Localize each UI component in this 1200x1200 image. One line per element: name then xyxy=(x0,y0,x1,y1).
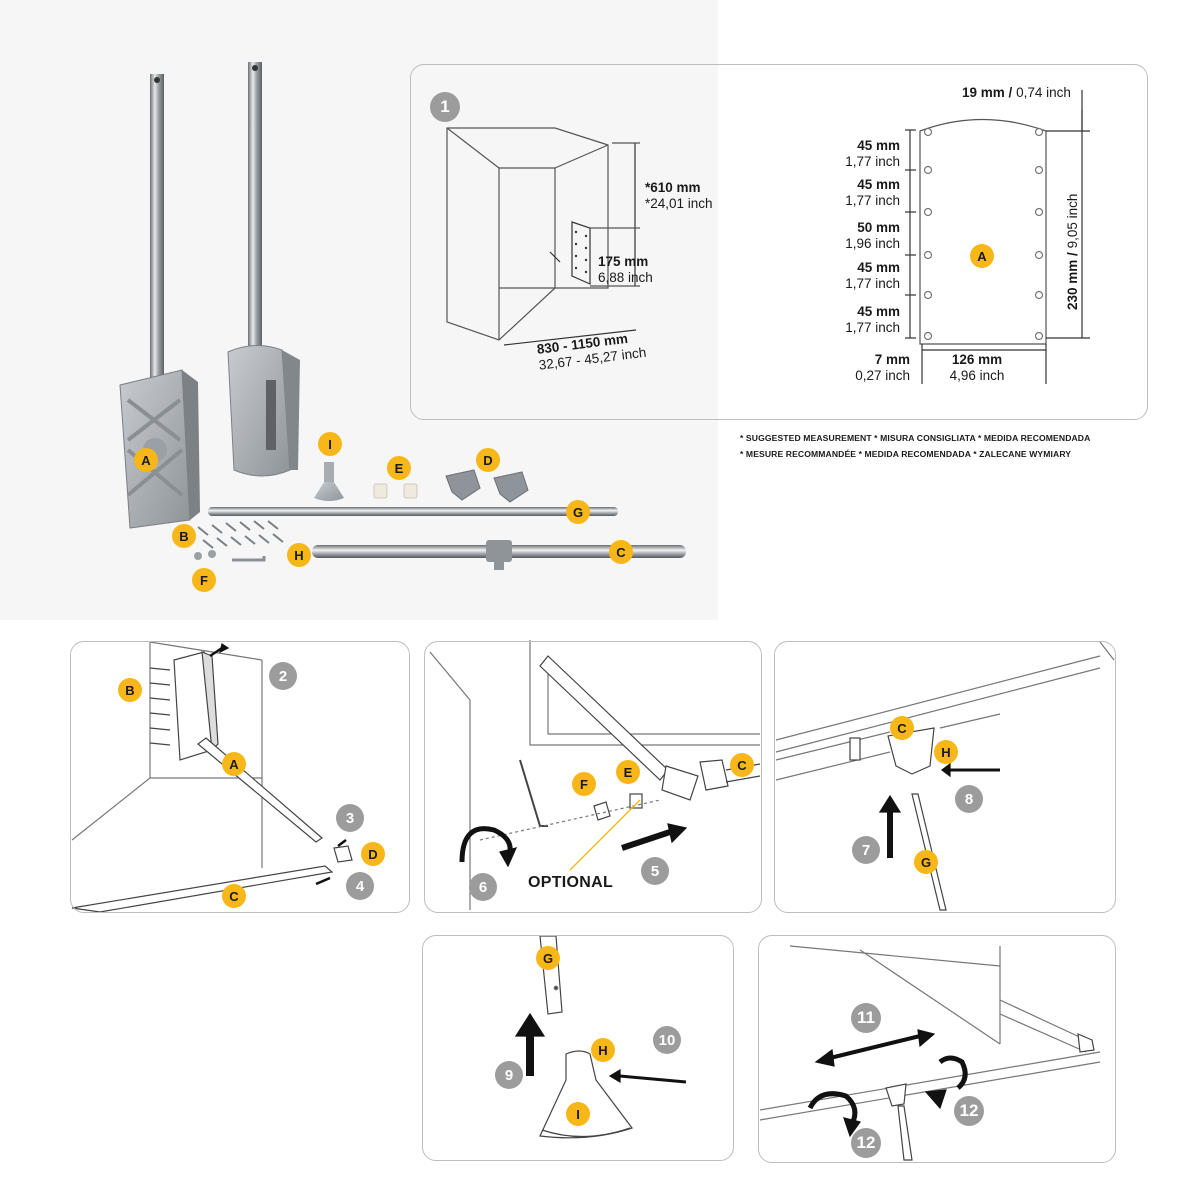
step-2-4-panel xyxy=(70,641,410,913)
panel-d-label-g: G xyxy=(536,946,560,970)
lift-mechanism-left xyxy=(119,74,200,529)
mount-depth-mm: 175 mm xyxy=(598,254,649,269)
part-f-bolts xyxy=(194,550,266,562)
panel-b-label-c: C xyxy=(730,753,754,777)
hole-spacing-4-mm: 45 mm xyxy=(857,260,900,275)
panel-a-label-b: B xyxy=(118,678,142,702)
step-7-8-panel xyxy=(774,641,1116,913)
part-g-rod xyxy=(208,507,618,516)
panel-a-label-c: C xyxy=(222,884,246,908)
label-a: A xyxy=(134,448,158,472)
panel-e-drawing xyxy=(759,945,1101,1161)
part-i-floor-support xyxy=(314,462,344,501)
panel-c-label-c: C xyxy=(890,716,914,740)
step-6-number: 6 xyxy=(469,873,497,901)
step-5-6-panel xyxy=(424,641,762,913)
part-c-rail xyxy=(312,540,686,570)
top-offset-mm: 19 mm xyxy=(962,85,1005,100)
step-9-number: 9 xyxy=(495,1061,523,1089)
panel-b-drawing xyxy=(429,640,761,910)
cabinet-drawing xyxy=(446,127,640,346)
plate-width-mm: 126 mm xyxy=(951,352,1003,367)
panel-a-label-d: D xyxy=(361,842,385,866)
hole-spacing-5-in: 1,77 inch xyxy=(845,320,900,335)
hole-spacing-2-in: 1,77 inch xyxy=(845,193,900,208)
step-12-number-right: 12 xyxy=(954,1096,984,1126)
lift-mechanism-right xyxy=(227,62,300,477)
step-3-number: 3 xyxy=(336,804,364,832)
panel-d-label-h: H xyxy=(591,1038,615,1062)
plate-width-in: 4,96 inch xyxy=(949,368,1005,383)
part-d-bracket-1 xyxy=(445,469,481,501)
hole-spacing-2: 45 mm 1,77 inch xyxy=(834,177,900,209)
label-f: F xyxy=(192,568,216,592)
mounting-plate-drawing xyxy=(905,90,1090,384)
measurement-note-line-1: * SUGGESTED MEASUREMENT * MISURA CONSIGL… xyxy=(740,433,1091,443)
label-e: E xyxy=(387,456,411,480)
plate-width: 126 mm 4,96 inch xyxy=(946,352,1008,384)
cabinet-height-in: *24,01 inch xyxy=(645,196,713,211)
step-8-number: 8 xyxy=(955,785,983,813)
hole-spacing-4-in: 1,77 inch xyxy=(845,276,900,291)
hole-spacing-3: 50 mm 1,96 inch xyxy=(834,220,900,252)
top-offset-in: 0,74 inch xyxy=(1016,85,1071,100)
cabinet-height: *610 mm *24,01 inch xyxy=(645,180,713,212)
panel-c-label-h: H xyxy=(934,740,958,764)
plate-height-mm: 230 mm xyxy=(1065,259,1080,310)
plate-label-a: A xyxy=(970,244,994,268)
step-10-number: 10 xyxy=(653,1026,681,1054)
hole-spacing-3-mm: 50 mm xyxy=(857,220,900,235)
step-5-number: 5 xyxy=(641,857,669,885)
hole-spacing-5: 45 mm 1,77 inch xyxy=(834,304,900,336)
bottom-offset-in: 0,27 inch xyxy=(855,368,910,383)
step-1-panel xyxy=(410,64,1148,420)
step-7-number: 7 xyxy=(852,836,880,864)
step-11-12-panel xyxy=(758,935,1116,1163)
step-11-number: 11 xyxy=(851,1003,881,1033)
label-b: B xyxy=(172,524,196,548)
label-i: I xyxy=(318,432,342,456)
panel-b-label-f: F xyxy=(572,772,596,796)
label-h: H xyxy=(287,543,311,567)
panel-a-label-a: A xyxy=(222,752,246,776)
top-offset: 19 mm / 0,74 inch xyxy=(962,85,1071,100)
optional-label: OPTIONAL xyxy=(528,874,614,891)
cabinet-height-mm: *610 mm xyxy=(645,180,701,195)
plate-height-in: 9,05 inch xyxy=(1065,193,1080,249)
panel-c-label-g: G xyxy=(914,850,938,874)
mount-depth-in: 6,88 inch xyxy=(598,270,653,285)
hole-spacing-2-mm: 45 mm xyxy=(857,177,900,192)
hole-spacing-5-mm: 45 mm xyxy=(857,304,900,319)
mount-depth: 175 mm 6,88 inch xyxy=(598,254,653,286)
hole-spacing-3-in: 1,96 inch xyxy=(845,236,900,251)
bottom-offset: 7 mm 0,27 inch xyxy=(834,352,910,384)
step-12-number-left: 12 xyxy=(851,1128,881,1158)
parts-overview-background xyxy=(0,0,718,620)
panel-d-label-i: I xyxy=(566,1102,590,1126)
bottom-offset-mm: 7 mm xyxy=(874,352,910,367)
measurement-note-line-2: * MESURE RECOMMANDÉE * MEDIDA RECOMENDAD… xyxy=(740,449,1072,459)
part-b-screws xyxy=(197,520,284,549)
hole-spacing-1-mm: 45 mm xyxy=(857,138,900,153)
label-g: G xyxy=(566,500,590,524)
step-9-10-panel xyxy=(422,935,734,1161)
hole-spacing-1: 45 mm 1,77 inch xyxy=(834,138,900,170)
plate-height: 230 mm / 9,05 inch xyxy=(1065,193,1080,310)
hole-spacing-4: 45 mm 1,77 inch xyxy=(834,260,900,292)
panel-b-label-e: E xyxy=(616,760,640,784)
label-d: D xyxy=(476,448,500,472)
part-e-sleeve-1 xyxy=(373,483,388,499)
step-1-number: 1 xyxy=(430,92,460,122)
step-2-number: 2 xyxy=(269,662,297,690)
step-4-number: 4 xyxy=(346,872,374,900)
part-d-bracket-2 xyxy=(493,471,529,503)
label-c: C xyxy=(609,540,633,564)
hole-spacing-1-in: 1,77 inch xyxy=(845,154,900,169)
part-e-sleeve-2 xyxy=(403,483,418,499)
